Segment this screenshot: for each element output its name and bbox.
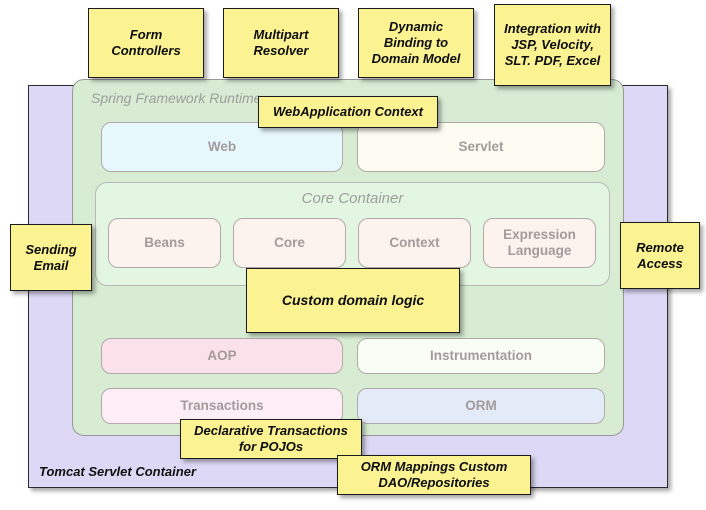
callout-declarative-transactions: Declarative Transactions for POJOs — [180, 419, 362, 459]
spring-runtime-label: Spring Framework Runtime — [91, 90, 262, 106]
callout-multipart-resolver-label: Multipart Resolver — [253, 27, 309, 58]
callout-integration: Integration with JSP, Velocity, SLT. PDF… — [494, 4, 611, 86]
core-container-label: Core Container — [301, 190, 404, 207]
module-expression-language-label: Expression Language — [503, 227, 576, 258]
callout-sending-email-label: Sending Email — [25, 241, 77, 273]
module-context: Context — [358, 218, 471, 268]
module-instrumentation-label: Instrumentation — [429, 348, 532, 364]
callout-form-controllers-label: Form Controllers — [111, 27, 181, 58]
callout-remote-access: Remote Access — [620, 222, 700, 289]
callout-integration-label: Integration with JSP, Velocity, SLT. PDF… — [504, 21, 601, 68]
callout-webapplication-context: WebApplication Context — [258, 96, 438, 128]
module-transactions-label: Transactions — [180, 398, 264, 414]
callout-dynamic-binding: Dynamic Binding to Domain Model — [358, 8, 474, 78]
module-web: Web — [101, 122, 343, 172]
callout-orm-mappings: ORM Mappings Custom DAO/Repositories — [337, 455, 531, 495]
module-aop-label: AOP — [207, 348, 237, 364]
module-web-label: Web — [207, 139, 237, 155]
module-instrumentation: Instrumentation — [357, 338, 605, 374]
callout-remote-access-label: Remote Access — [636, 239, 684, 271]
callout-orm-mappings-label: ORM Mappings Custom DAO/Repositories — [360, 459, 508, 490]
module-aop: AOP — [101, 338, 343, 374]
module-servlet-label: Servlet — [458, 139, 504, 155]
callout-form-controllers: Form Controllers — [88, 8, 204, 78]
callout-dynamic-binding-label: Dynamic Binding to Domain Model — [371, 19, 461, 66]
module-context-label: Context — [389, 235, 440, 251]
module-orm: ORM — [357, 388, 605, 424]
callout-custom-domain-logic: Custom domain logic — [246, 268, 460, 333]
module-core: Core — [233, 218, 346, 268]
tomcat-container-label: Tomcat Servlet Container — [39, 464, 197, 479]
callout-custom-domain-logic-label: Custom domain logic — [281, 291, 425, 308]
module-servlet: Servlet — [357, 122, 605, 172]
module-core-label: Core — [274, 235, 305, 251]
callout-multipart-resolver: Multipart Resolver — [223, 8, 339, 78]
module-orm-label: ORM — [465, 398, 497, 414]
callout-sending-email: Sending Email — [10, 224, 92, 291]
module-expression-language: Expression Language — [483, 218, 596, 268]
callout-declarative-transactions-label: Declarative Transactions for POJOs — [194, 423, 348, 454]
callout-webapplication-context-label: WebApplication Context — [273, 104, 423, 120]
module-beans: Beans — [108, 218, 221, 268]
module-beans-label: Beans — [144, 235, 185, 251]
